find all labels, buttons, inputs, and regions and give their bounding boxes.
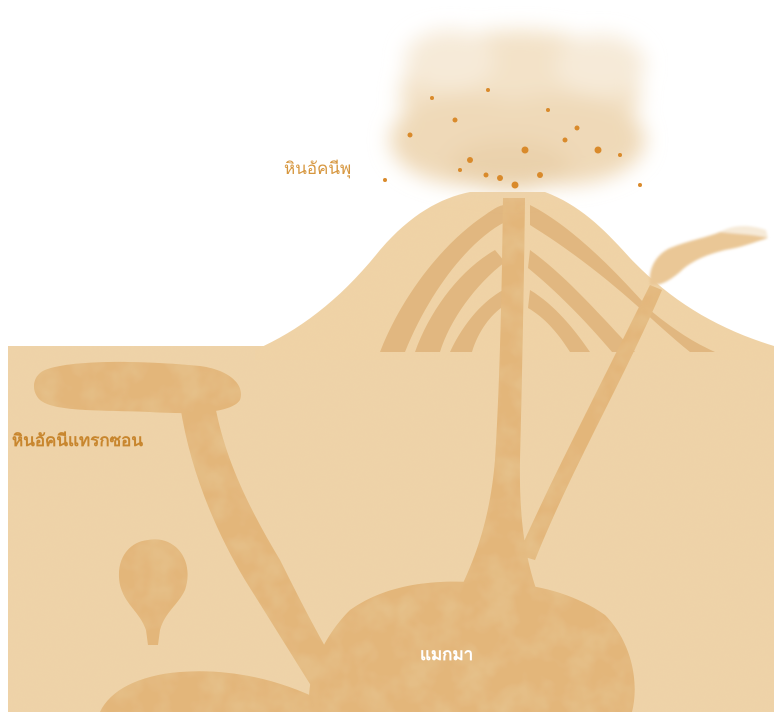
side-vent-smoke (650, 226, 768, 285)
label-extrusive-rock: หินอัคนีพุ (284, 159, 351, 179)
ash-cloud (390, 30, 645, 190)
label-magma: แมกมา (420, 645, 473, 665)
intrusive-sill (34, 362, 241, 413)
label-intrusive-rock: หินอัคนีแทรกซอน (12, 430, 143, 451)
